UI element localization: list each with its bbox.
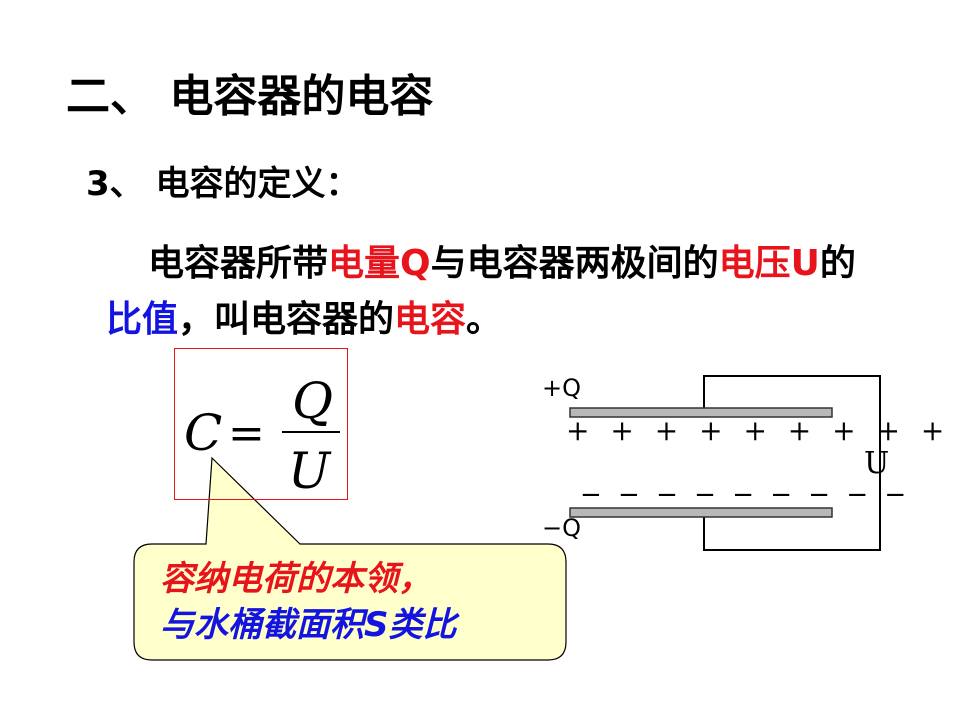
top-charge-label: +Q [542,374,581,402]
formula-numerator: Q [292,372,333,430]
formula-c: C [184,404,222,462]
callout-text: 容纳电荷的本领， 与水桶截面积S类比 [160,556,560,648]
def-text-1: 电容器所带 [148,243,329,284]
negative-charges: − − − − − − − − − [580,480,911,510]
def-text-3: 的 [819,243,856,284]
capacitance-formula: C = Q U [184,372,340,492]
top-plate [569,407,833,418]
def-capacitance: 电容 [394,299,467,340]
def-charge-q: 电量Q [328,243,431,284]
circuit-wire [703,375,881,551]
positive-charges: + + + + + + + + + [566,414,951,447]
callout-line-2: 与水桶截面积S类比 [160,605,457,645]
formula-box [174,348,348,500]
callout-shape [133,456,567,661]
callout-line-1: 容纳电荷的本领， [160,559,432,599]
voltage-label: U [864,446,890,481]
def-voltage-u: 电压U [718,243,820,284]
section-heading: 3、 电容的定义： [86,164,360,204]
slide-title: 二、 电容器的电容 [66,71,434,122]
formula-equals: = [228,408,265,459]
formula-denominator: U [288,442,332,492]
definition-paragraph: 电容器所带电量Q与电容器两极间的电压U的比值，叫电容器的电容。 [106,236,886,348]
def-text-5: 。 [466,299,503,340]
bottom-charge-label: −Q [542,514,581,542]
def-ratio: 比值 [106,299,179,340]
def-text-4: ，叫电容器的 [178,299,395,340]
def-text-2: 与电容器两极间的 [430,243,719,284]
bottom-plate [569,507,833,518]
